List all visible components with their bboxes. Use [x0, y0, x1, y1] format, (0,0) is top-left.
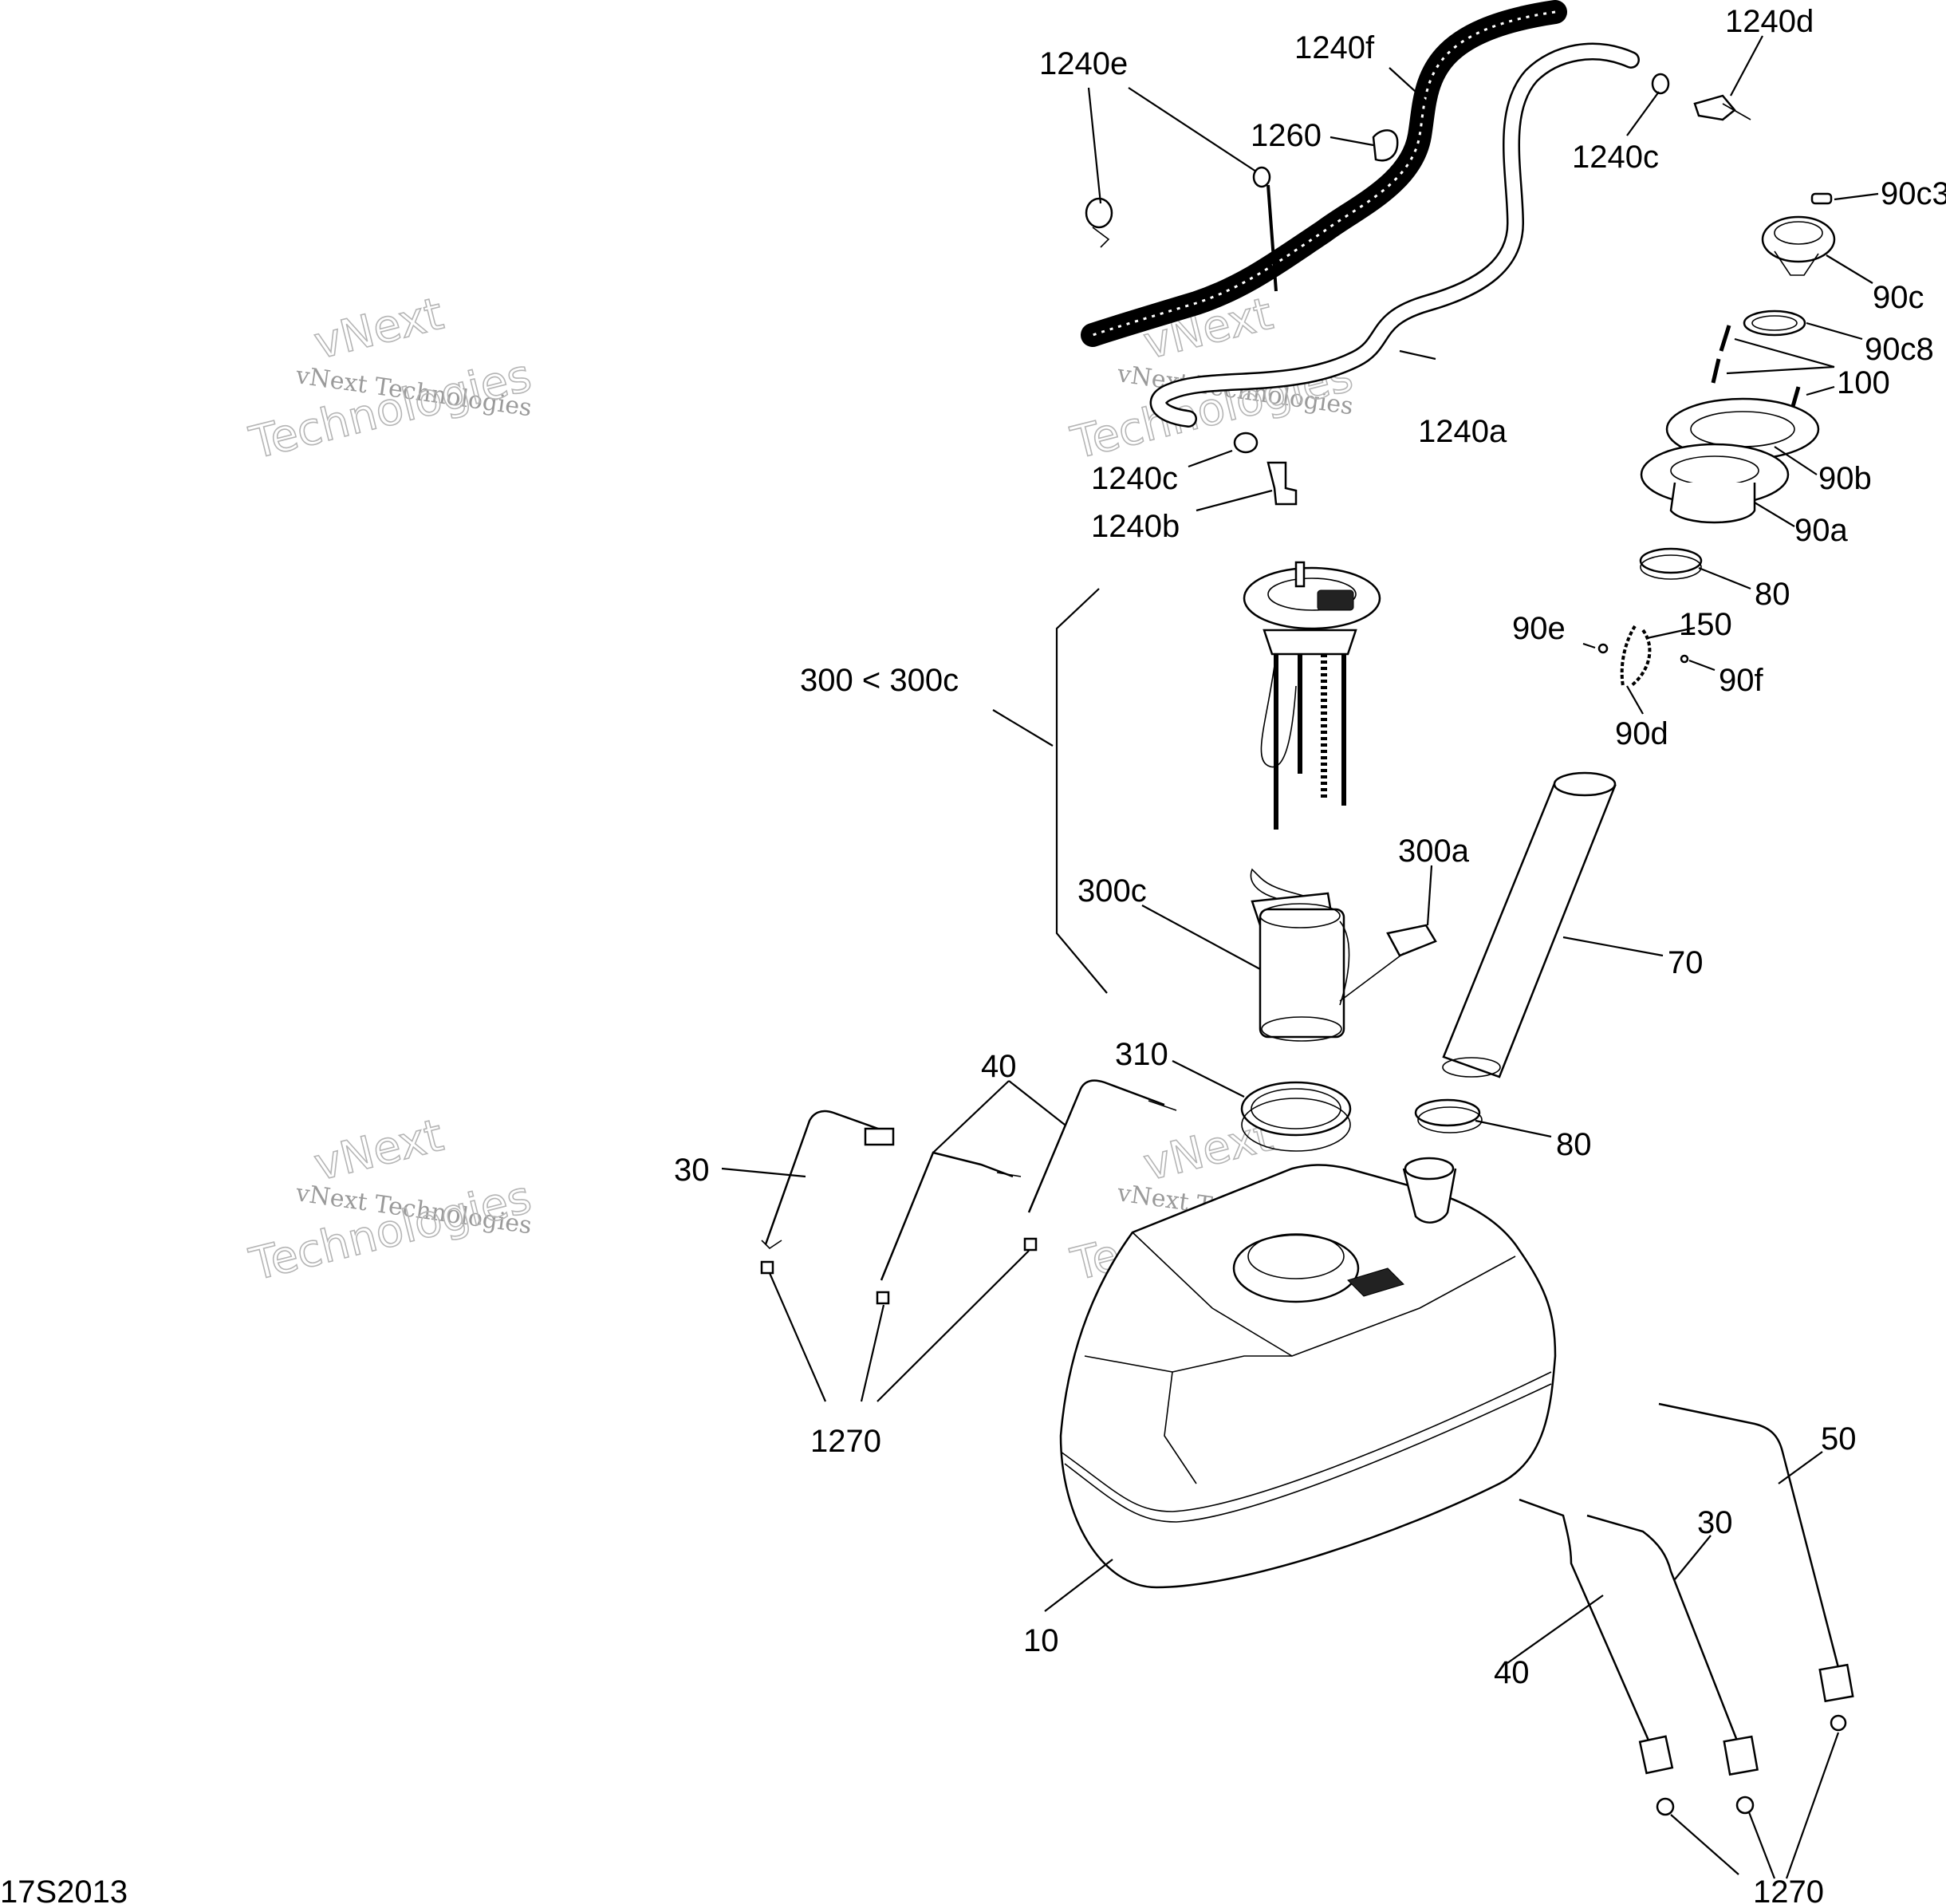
fuel-pump-module-300 — [1243, 561, 1381, 830]
label-90f: 90f — [1719, 663, 1763, 698]
label-90a: 90a — [1794, 513, 1848, 548]
label-1260: 1260 — [1251, 118, 1322, 153]
label-1240e: 1240e — [1039, 46, 1128, 81]
leader-lines — [721, 35, 1879, 1879]
fuel-hose — [1149, 42, 1640, 428]
clamp-1240c-top — [1651, 73, 1670, 95]
label-90c3: 90c3 — [1881, 176, 1946, 211]
strap-40-right — [1519, 1498, 1674, 1775]
label-30-left: 30 — [674, 1153, 710, 1188]
label-1240b: 1240b — [1091, 509, 1180, 544]
label-90b: 90b — [1818, 461, 1872, 496]
watermark-technologies: Technologies — [245, 1171, 537, 1291]
label-80-top: 80 — [1755, 577, 1790, 612]
clamp-1240c-mid — [1233, 432, 1259, 454]
strap-40-left-b — [1027, 1079, 1177, 1213]
label-300: 300 < 300c — [800, 663, 959, 698]
filler-tube-70 — [1442, 771, 1617, 1078]
strap-1260 — [1372, 129, 1399, 162]
clip-1240e-rod — [1252, 166, 1278, 292]
label-50: 50 — [1821, 1421, 1857, 1457]
fuel-cap-90c — [1761, 215, 1836, 276]
label-1240d: 1240d — [1725, 4, 1814, 39]
label-1240f: 1240f — [1294, 30, 1375, 65]
seal-ring-310 — [1240, 1081, 1352, 1152]
nuts-1270-left — [760, 1237, 1038, 1305]
callout-labels: 1240e 1240f 1240d 1260 1240c 90c3 90c 90… — [674, 4, 1946, 1904]
label-1270-left: 1270 — [810, 1424, 881, 1459]
pump-body-300c — [1250, 868, 1350, 1042]
bracket-300 — [1055, 588, 1108, 994]
strap-30-left — [761, 1110, 895, 1250]
fitting-1240b — [1266, 461, 1298, 506]
label-310: 310 — [1115, 1037, 1168, 1072]
figure-code: 17S2013 — [0, 1874, 128, 1904]
label-300a: 300a — [1398, 834, 1470, 869]
clamp-80-top — [1639, 547, 1703, 580]
label-100: 100 — [1837, 365, 1890, 400]
label-90e: 90e — [1512, 611, 1566, 646]
tether-90d — [1597, 625, 1689, 688]
label-90d: 90d — [1615, 716, 1668, 751]
gasket-90c8 — [1743, 309, 1806, 337]
fuel-tank-10 — [1059, 1157, 1557, 1589]
watermark-top-left: vNext vNext Technologies Technologies — [244, 287, 537, 470]
clips-1270-right — [1656, 1714, 1847, 1816]
label-1270-right: 1270 — [1753, 1874, 1824, 1904]
part-90c3 — [1810, 192, 1833, 205]
label-90c8: 90c8 — [1865, 332, 1934, 367]
label-40-right: 40 — [1494, 1655, 1530, 1690]
label-90c: 90c — [1873, 280, 1924, 315]
watermark-technologies: Technologies — [245, 349, 537, 469]
hose-clamp-1240e — [1085, 197, 1113, 248]
strap-40-left-a — [880, 1151, 1022, 1281]
label-30-right: 30 — [1697, 1505, 1733, 1540]
clamp-80-mid — [1414, 1098, 1483, 1133]
label-1240c-mid: 1240c — [1091, 461, 1178, 496]
vent-hose-corrugated — [1081, 0, 1567, 347]
connector-1240d — [1693, 94, 1751, 121]
label-10: 10 — [1023, 1623, 1059, 1658]
strap-50-right — [1658, 1402, 1854, 1703]
label-70: 70 — [1668, 945, 1704, 980]
label-300c: 300c — [1077, 873, 1147, 909]
watermark-vnext: vNext — [309, 1110, 448, 1192]
label-80-mid: 80 — [1556, 1127, 1592, 1162]
filler-flange-90a — [1640, 443, 1790, 524]
sender-300a — [1339, 924, 1437, 1002]
label-1240a: 1240a — [1418, 414, 1507, 449]
label-150: 150 — [1679, 607, 1732, 642]
label-1240c-top: 1240c — [1572, 140, 1659, 175]
watermark-vnext: vNext — [309, 288, 448, 370]
watermark-bottom-left: vNext vNext Technologies Technologies — [244, 1109, 537, 1291]
label-40-left: 40 — [981, 1049, 1017, 1084]
strap-30-right — [1586, 1514, 1759, 1776]
